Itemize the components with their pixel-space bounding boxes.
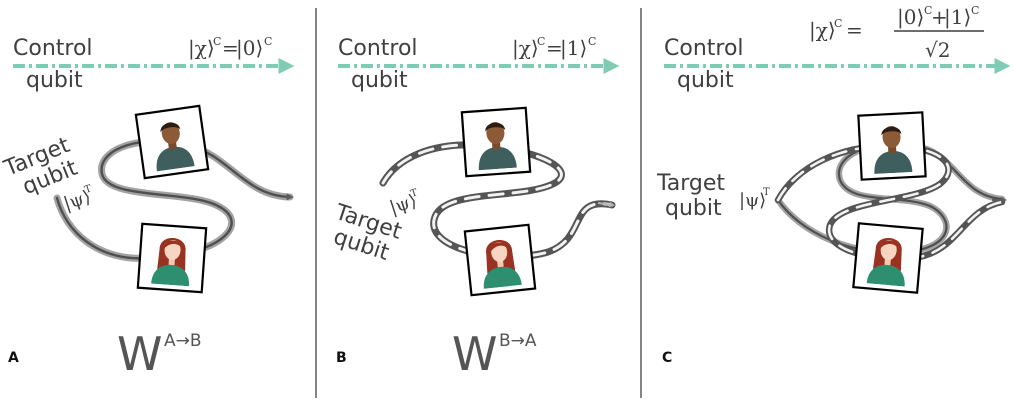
svg-text:T: T [763,187,770,198]
svg-text:C: C [588,35,596,48]
svg-text:T: T [409,187,419,200]
svg-text:|1⟩: |1⟩ [944,5,971,30]
svg-text:C: C [924,4,932,17]
psi-target: |ψ⟩ T [739,187,770,211]
panel-letter: C [662,350,672,366]
svg-text:C: C [971,4,979,17]
qubit-label: qubit [351,68,408,93]
man-portrait-icon [858,112,925,179]
svg-text:|χ⟩: |χ⟩ [512,36,539,61]
svg-text:B→A: B→A [499,331,537,351]
svg-text:|0⟩: |0⟩ [897,5,924,30]
svg-text:|ψ⟩: |ψ⟩ [739,190,766,211]
psi-target: |ψ⟩ T [387,187,419,218]
control-label: Control [13,36,93,61]
svg-text:C: C [834,17,842,30]
control-state: |χ⟩ C = |1⟩ C [512,35,596,61]
woman-portrait-icon [853,223,922,292]
svg-text:|χ⟩: |χ⟩ [188,36,215,61]
man-portrait-icon [462,108,530,176]
svg-text:=: = [546,36,563,60]
svg-text:W: W [452,327,497,381]
svg-text:|1⟩: |1⟩ [560,36,587,61]
svg-text:W: W [117,327,162,381]
panel-letter: A [8,350,19,366]
svg-text:A→B: A→B [164,331,202,351]
panel-letter: B [336,350,347,366]
operator-label: W A→B [117,327,202,381]
svg-text:√2: √2 [925,38,950,62]
control-state: |χ⟩ C = |0⟩ C + |1⟩ C √2 [809,4,984,62]
target-qubit-label: Target qubit [656,171,725,221]
qubit-label: qubit [26,68,83,93]
woman-portrait-icon [465,225,535,295]
control-state: |χ⟩ C = |0⟩ C [188,35,272,61]
control-label: Control [664,36,744,61]
svg-text:T: T [83,183,93,196]
panel-c: Control qubit |χ⟩ C = |0⟩ C + |1⟩ C √2 [656,4,1011,366]
svg-text:qubit: qubit [665,196,722,221]
control-label: Control [338,36,418,61]
svg-text:=: = [846,18,863,42]
operator-label: W B→A [452,327,537,381]
man-portrait-icon [136,106,208,178]
svg-text:C: C [537,35,545,48]
svg-text:C: C [213,35,221,48]
qubit-label: qubit [677,68,734,93]
svg-text:Target: Target [656,171,725,196]
woman-portrait-icon [138,224,206,292]
svg-text:C: C [264,35,272,48]
panel-b: Control qubit |χ⟩ C = |1⟩ C |ψ⟩ T Target… [330,35,620,381]
svg-text:+: + [931,5,948,29]
svg-text:|0⟩: |0⟩ [236,36,263,61]
panel-a: Control qubit |χ⟩ C = |0⟩ C Target qubit… [0,35,295,381]
svg-text:|χ⟩: |χ⟩ [809,18,836,43]
svg-text:=: = [222,36,239,60]
psi-target: |ψ⟩ T [61,183,93,214]
